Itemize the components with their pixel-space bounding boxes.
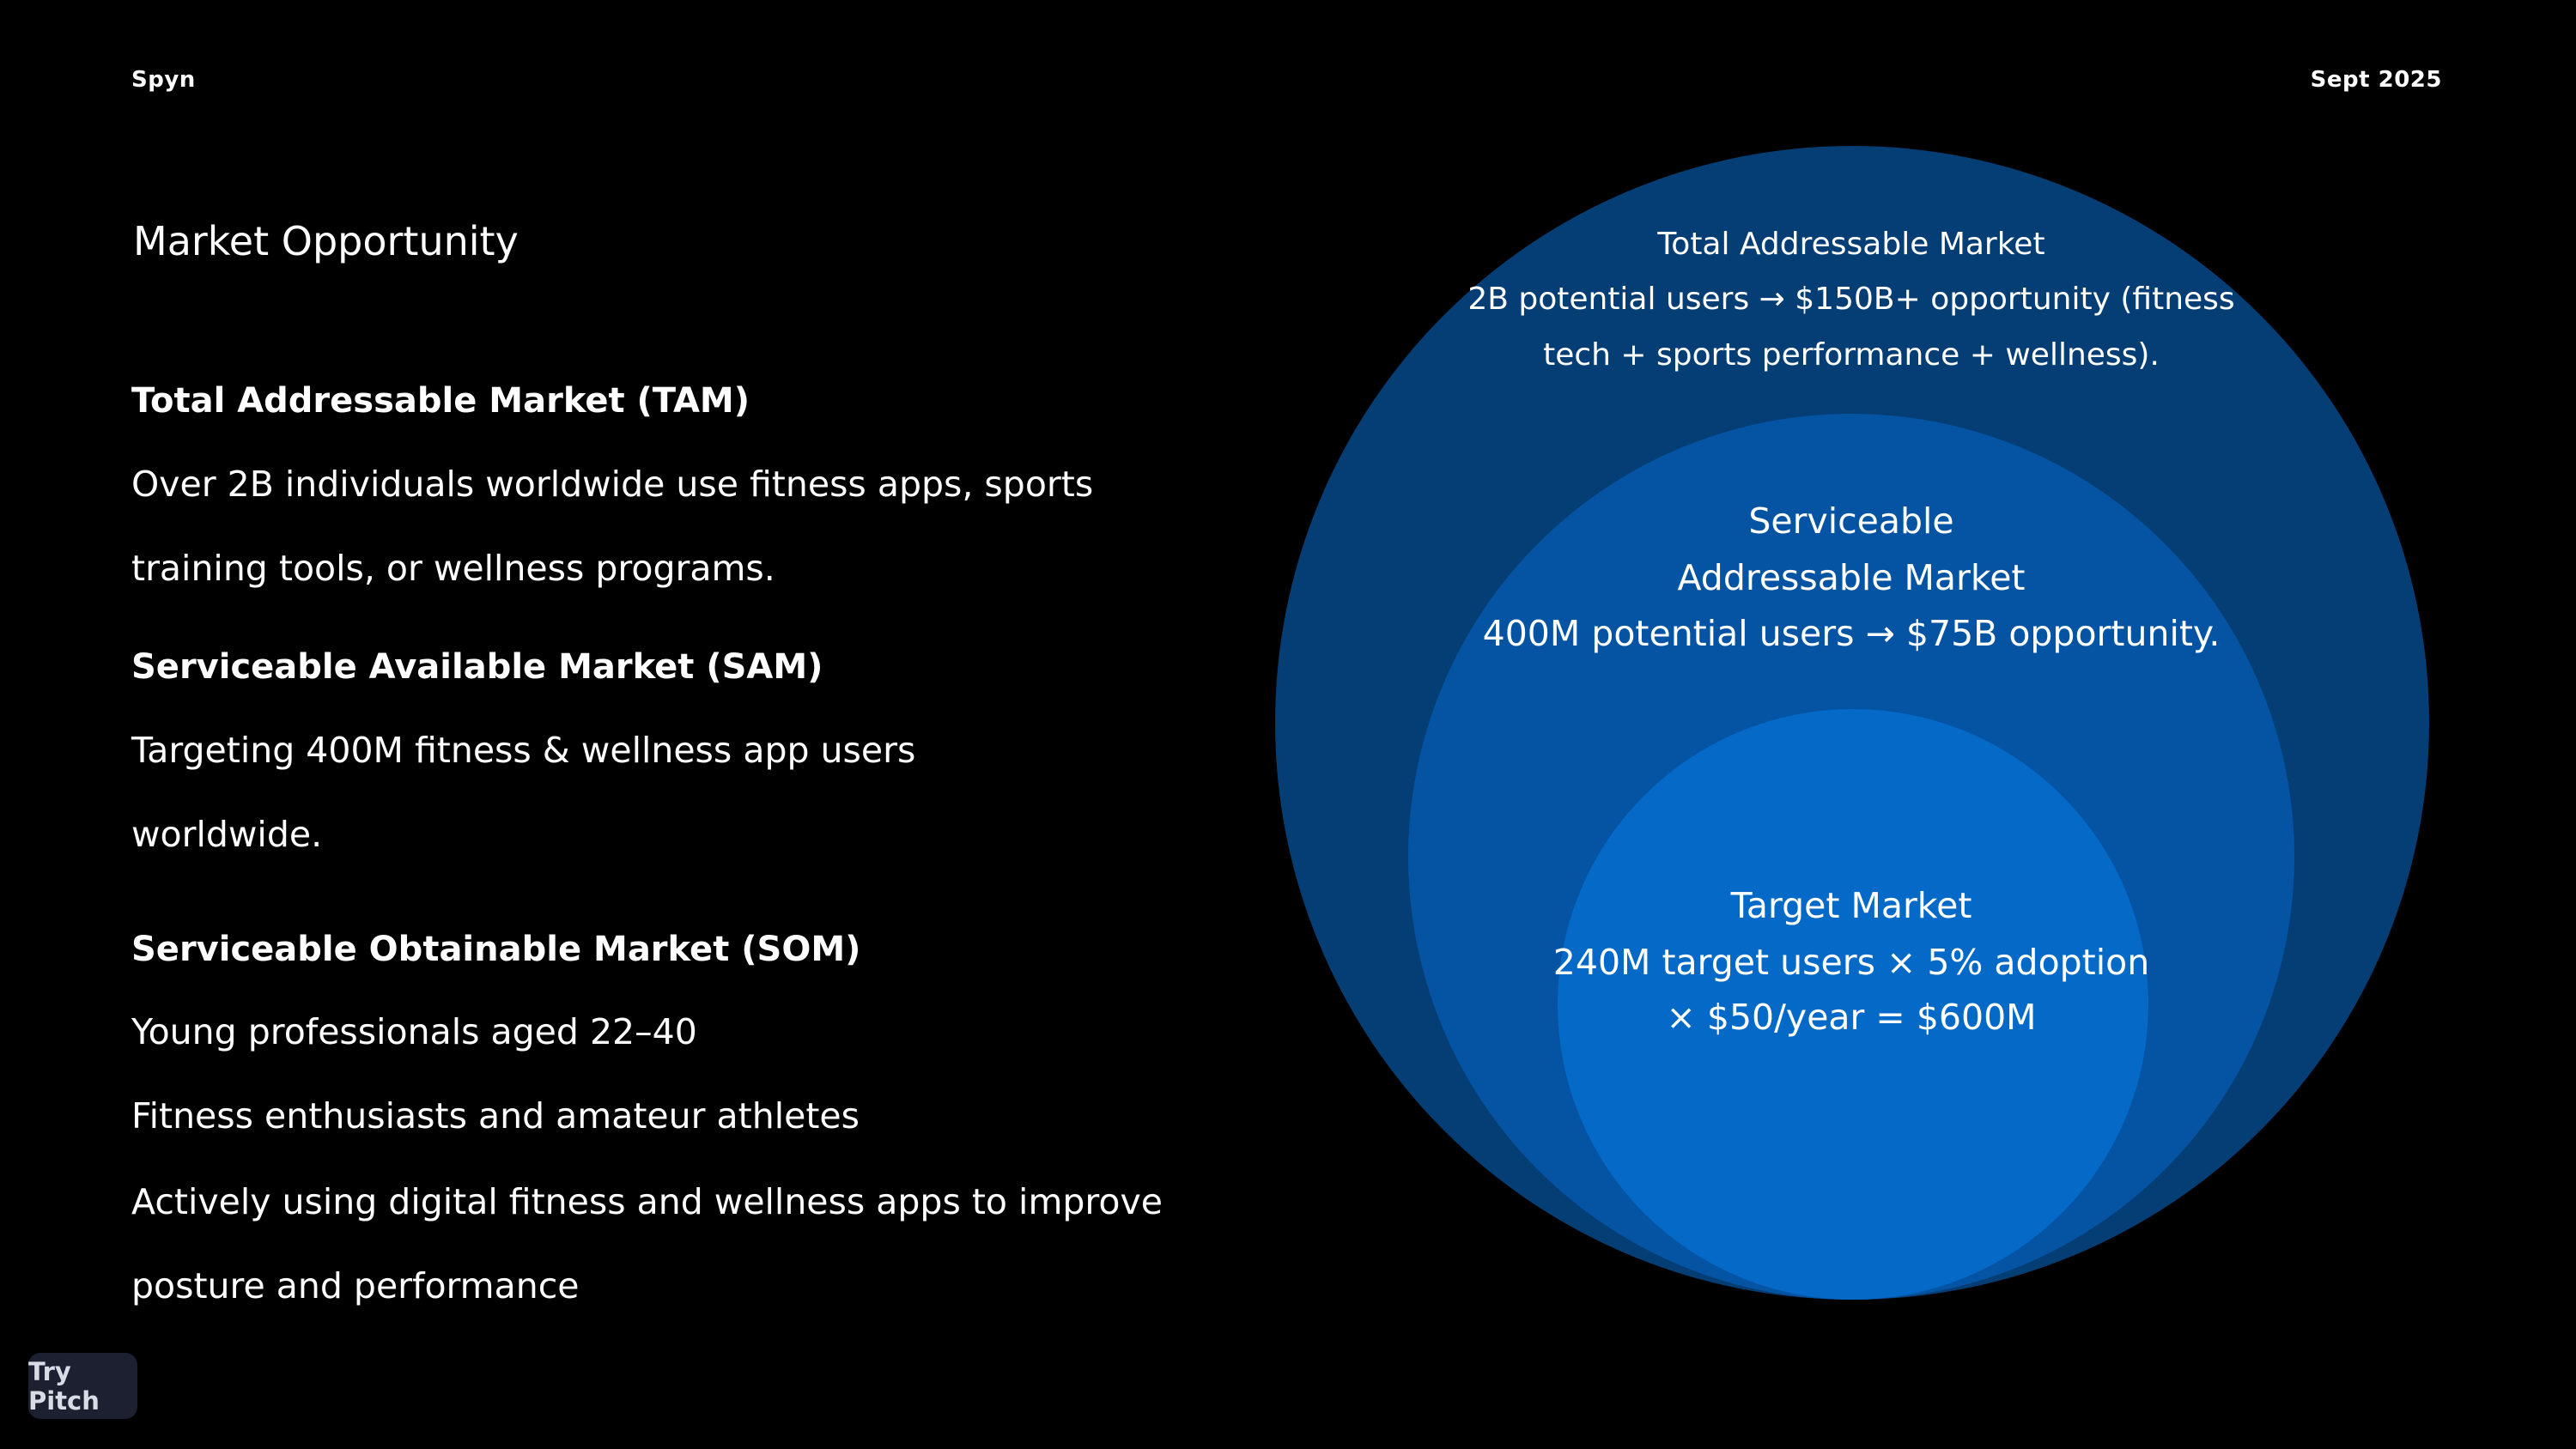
som-circle-text: × $50/year = $600M — [1666, 997, 2037, 1038]
sam-circle-text: 400M potential users → $75B opportunity. — [1482, 613, 2221, 654]
tam-heading: Total Addressable Market (TAM) — [131, 381, 750, 421]
try-pitch-button[interactable]: Try Pitch — [28, 1353, 137, 1419]
tam-text-line: Over 2B individuals worldwide use fitnes… — [131, 464, 1094, 505]
brand-name: Spyn — [131, 67, 196, 93]
som-heading: Serviceable Obtainable Market (SOM) — [131, 930, 861, 969]
sam-text-line: worldwide. — [131, 814, 323, 855]
tam-text-line: training tools, or wellness programs. — [131, 548, 775, 589]
sam-circle-label: Serviceable — [1748, 500, 1954, 542]
som-text-line: Actively using digital fitness and welln… — [131, 1181, 1163, 1222]
som-text-line: posture and performance — [131, 1265, 580, 1307]
som-circle-label: Target Market — [1730, 885, 1972, 926]
som-circle-text: 240M target users × 5% adoption — [1552, 942, 2150, 983]
tam-circle-text: tech + sports performance + wellness). — [1543, 337, 2160, 373]
som-text-line: Young professionals aged 22–40 — [131, 1011, 697, 1052]
page-title: Market Opportunity — [133, 218, 519, 264]
som-text-line: Fitness enthusiasts and amateur athletes — [131, 1095, 860, 1137]
som-circle — [1558, 709, 2148, 1300]
sam-heading: Serviceable Available Market (SAM) — [131, 647, 823, 687]
sam-circle-label: Addressable Market — [1677, 557, 2026, 598]
slide-date: Sept 2025 — [2310, 67, 2442, 93]
tam-circle-text: 2B potential users → $150B+ opportunity … — [1467, 282, 2235, 317]
tam-circle-label: Total Addressable Market — [1657, 227, 2045, 262]
sam-text-line: Targeting 400M fitness & wellness app us… — [131, 730, 916, 771]
